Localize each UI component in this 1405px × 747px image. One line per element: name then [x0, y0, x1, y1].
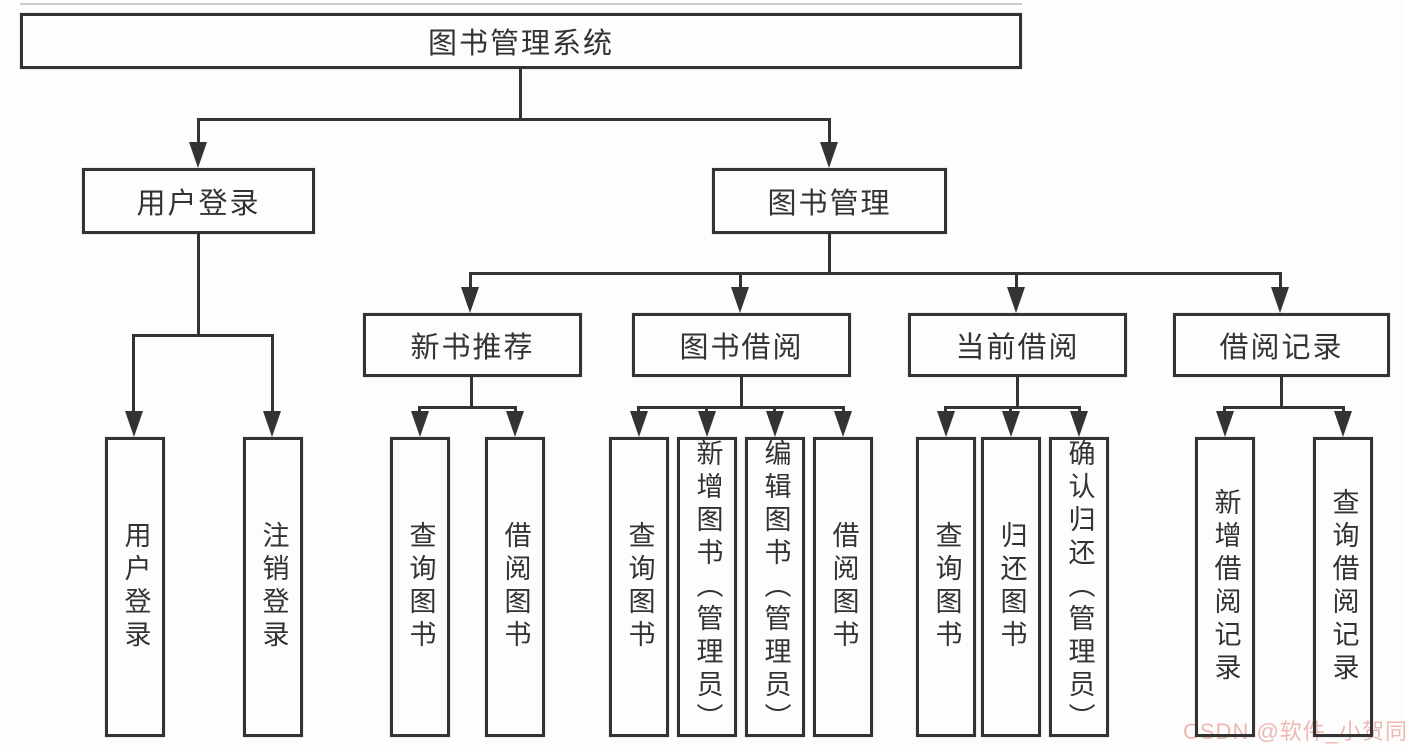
- node-borrow-records: 借阅记录: [1173, 313, 1390, 377]
- arrow-down-icon: [411, 411, 429, 437]
- connector-drop-leaf-logout: [271, 334, 274, 414]
- top-divider-line: [20, 3, 1022, 5]
- node-new-book-recommend: 新书推荐: [363, 313, 582, 377]
- arrow-down-icon: [263, 411, 281, 437]
- connector-drop-new-book: [469, 272, 472, 291]
- node-current-borrow: 当前借阅: [908, 313, 1127, 377]
- leaf-edit-books-admin-label: 编辑图书（管理员）: [760, 438, 791, 736]
- connector-drop-user-login: [197, 118, 200, 146]
- leaf-query-books-newrec: 查询图书: [390, 437, 450, 737]
- node-book-management: 图书管理: [712, 168, 947, 234]
- leaf-query-books-current-label: 查询图书: [931, 521, 962, 653]
- arrow-down-icon: [1007, 287, 1025, 313]
- arrow-down-icon: [1216, 411, 1234, 437]
- arrow-down-icon: [125, 411, 143, 437]
- arrow-down-icon: [698, 411, 716, 437]
- connector-drop: [1009, 406, 1012, 415]
- leaf-query-books-borrow: 查询图书: [609, 437, 669, 737]
- leaf-borrow-books-borrow-label: 借阅图书: [828, 521, 859, 653]
- connector-records-branch: [1223, 406, 1345, 409]
- connector-drop: [944, 406, 947, 415]
- arrow-down-icon: [1271, 287, 1289, 313]
- leaf-add-borrow-record: 新增借阅记录: [1195, 437, 1255, 737]
- leaf-confirm-return-admin: 确认归还（管理员）: [1049, 437, 1109, 737]
- leaf-add-books-admin-label: 新增图书（管理员）: [692, 438, 723, 736]
- arrow-down-icon: [189, 142, 207, 168]
- connector-drop-borrow-records: [1279, 272, 1282, 291]
- connector-drop: [773, 406, 776, 415]
- leaf-return-books: 归还图书: [981, 437, 1041, 737]
- leaf-query-books-newrec-label: 查询图书: [405, 521, 436, 653]
- leaf-logout-login: 注销登录: [243, 437, 303, 737]
- connector-drop-book-borrow: [739, 272, 742, 291]
- arrow-down-icon: [506, 411, 524, 437]
- leaf-borrow-books-borrow: 借阅图书: [813, 437, 873, 737]
- arrow-down-icon: [1070, 411, 1088, 437]
- connector-borrow-branch: [637, 406, 845, 409]
- connector-drop: [705, 406, 708, 415]
- connector-level2-branch: [197, 118, 831, 121]
- connector-drop: [1223, 406, 1226, 415]
- connector-drop: [637, 406, 640, 415]
- leaf-borrow-books-newrec-label: 借阅图书: [500, 521, 531, 653]
- connector-root-stem: [519, 69, 522, 120]
- connector-current-branch: [944, 406, 1081, 409]
- connector-newrec-branch: [418, 406, 517, 409]
- arrow-down-icon: [1334, 411, 1352, 437]
- leaf-user-login-label: 用户登录: [120, 521, 151, 653]
- connector-drop: [418, 406, 421, 415]
- leaf-query-borrow-record: 查询借阅记录: [1313, 437, 1373, 737]
- connector-current-stem: [1016, 377, 1019, 409]
- leaf-logout-login-label: 注销登录: [258, 521, 289, 653]
- arrow-down-icon: [834, 411, 852, 437]
- connector-borrow-stem: [740, 377, 743, 409]
- connector-newrec-stem: [470, 377, 473, 409]
- connector-drop-leaf-user-login: [132, 334, 135, 414]
- arrow-down-icon: [1002, 411, 1020, 437]
- connector-level3-branch: [469, 272, 1282, 275]
- arrow-down-icon: [937, 411, 955, 437]
- arrow-down-icon: [766, 411, 784, 437]
- arrow-down-icon: [461, 287, 479, 313]
- leaf-confirm-return-admin-label: 确认归还（管理员）: [1064, 438, 1095, 736]
- leaf-query-books-current: 查询图书: [916, 437, 976, 737]
- leaf-add-borrow-record-label: 新增借阅记录: [1210, 488, 1241, 686]
- arrow-down-icon: [731, 287, 749, 313]
- connector-user-login-stem: [197, 234, 200, 337]
- connector-drop: [1078, 406, 1081, 415]
- connector-drop-current-borrow: [1015, 272, 1018, 291]
- leaf-add-books-admin: 新增图书（管理员）: [677, 437, 737, 737]
- connector-records-stem: [1280, 377, 1283, 409]
- leaf-query-borrow-record-label: 查询借阅记录: [1328, 488, 1359, 686]
- connector-drop: [842, 406, 845, 415]
- arrow-down-icon: [820, 142, 838, 168]
- arrow-down-icon: [630, 411, 648, 437]
- leaf-return-books-label: 归还图书: [996, 521, 1027, 653]
- leaf-user-login: 用户登录: [105, 437, 165, 737]
- connector-user-login-branch: [132, 334, 274, 337]
- csdn-watermark: CSDN @软件_小贺同学: [1183, 719, 1405, 744]
- node-root: 图书管理系统: [20, 13, 1022, 69]
- leaf-borrow-books-newrec: 借阅图书: [485, 437, 545, 737]
- connector-drop: [514, 406, 517, 415]
- leaf-edit-books-admin: 编辑图书（管理员）: [745, 437, 805, 737]
- node-user-login: 用户登录: [82, 168, 315, 234]
- node-book-borrow: 图书借阅: [632, 313, 851, 377]
- connector-book-mgmt-stem: [828, 234, 831, 275]
- connector-drop: [1342, 406, 1345, 415]
- leaf-query-books-borrow-label: 查询图书: [624, 521, 655, 653]
- connector-drop-book-management: [828, 118, 831, 146]
